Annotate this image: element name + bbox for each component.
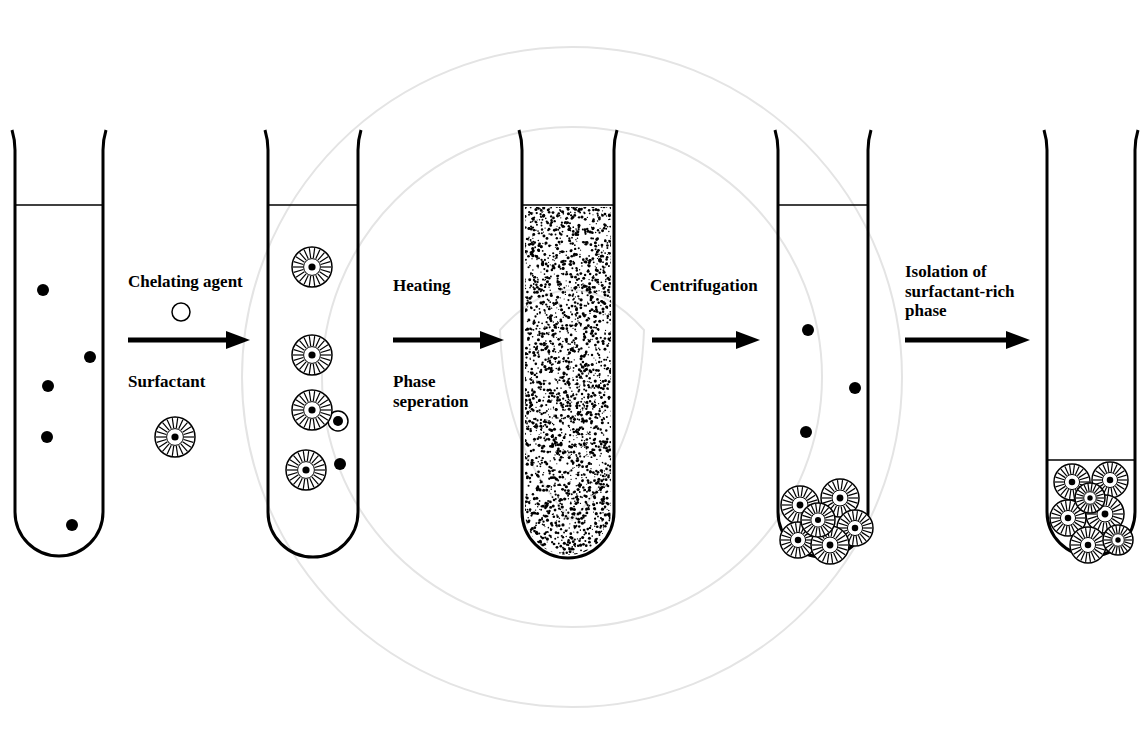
- micelle: [1070, 527, 1106, 563]
- step-label: Isolation of surfactant-rich phase: [905, 262, 1033, 321]
- micelles: [155, 247, 1133, 564]
- test-tube: [775, 130, 871, 557]
- micelle: [286, 450, 326, 490]
- step-label: Chelating agent: [128, 272, 288, 292]
- process-arrow: [128, 331, 1030, 349]
- analyte-dot: [37, 284, 861, 531]
- chelating-agent-symbol: [172, 303, 190, 321]
- step-label: Phase seperation: [393, 372, 493, 411]
- micelle: [1103, 525, 1133, 555]
- step-label: Centrifugation: [650, 276, 780, 296]
- liquid-level: [15, 205, 1135, 460]
- test-tube: [265, 130, 361, 557]
- turbid-solution: [522, 205, 615, 559]
- test-tubes: [12, 130, 1138, 558]
- micelle: [1075, 483, 1105, 513]
- micelle: [292, 335, 332, 375]
- test-tube: [12, 130, 106, 556]
- micelle: [292, 390, 332, 430]
- test-tube: [519, 130, 617, 558]
- watermark: [242, 47, 902, 707]
- micelle: [1092, 462, 1128, 498]
- micelle: [801, 503, 835, 537]
- micelle: [292, 247, 332, 287]
- test-tube: [1044, 130, 1138, 556]
- step-label: Heating: [393, 276, 513, 296]
- step-label: Surfactant: [128, 372, 248, 392]
- micelle: [155, 417, 195, 457]
